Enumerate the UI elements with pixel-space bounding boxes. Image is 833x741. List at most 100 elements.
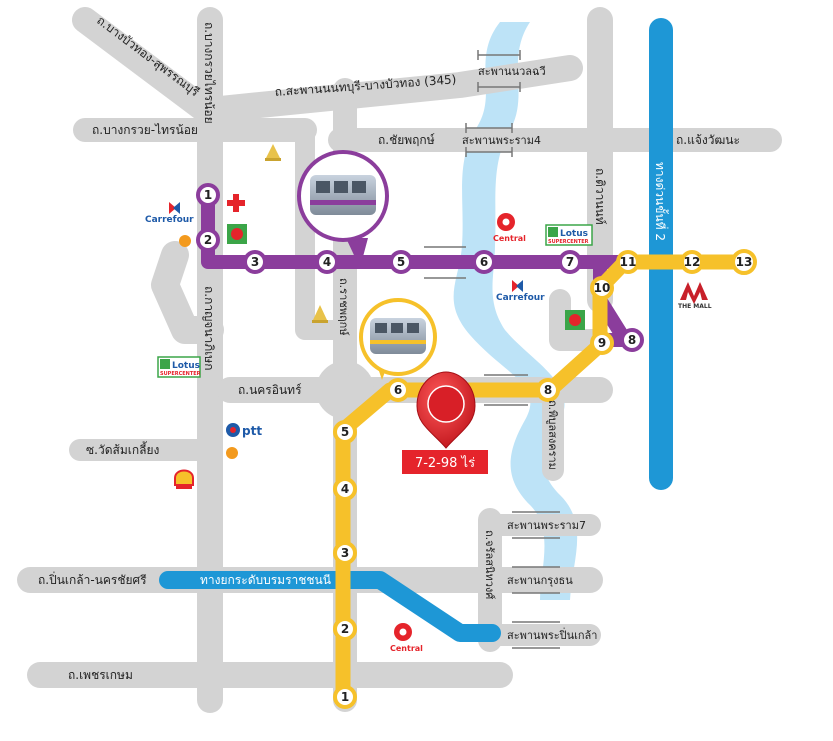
purple-station[interactable]: 4 [315, 250, 339, 274]
road-label: ถ.บางกรวยไทรน้อย [202, 22, 216, 124]
yellow-station[interactable]: 10 [590, 276, 614, 300]
svg-text:1: 1 [204, 188, 212, 202]
road-nakhon-in-east [549, 289, 611, 351]
svg-text:7: 7 [566, 255, 574, 269]
purple-station[interactable]: 5 [389, 250, 413, 274]
yellow-station[interactable]: 2 [333, 617, 357, 641]
pharmacy-icon [565, 310, 585, 330]
svg-text:SUPERCENTER: SUPERCENTER [548, 239, 589, 245]
svg-text:9: 9 [598, 336, 606, 350]
yellow-station[interactable]: 13 [731, 249, 757, 275]
road-345 [197, 55, 583, 123]
chao-phraya-river [453, 22, 578, 600]
pharmacy-icon [227, 224, 247, 244]
bridge-marker-pinklao [512, 621, 560, 649]
yellow-station[interactable]: 9 [590, 331, 614, 355]
yellow-train-callout [359, 298, 437, 380]
central-logo: Central [390, 623, 423, 653]
svg-text:4: 4 [323, 255, 331, 269]
bridge-label: สะพานพระปิ่นเกล้า [507, 627, 597, 642]
svg-text:5: 5 [341, 425, 349, 439]
central-logo: Central [493, 213, 526, 243]
carrefour-logo: Carrefour [496, 280, 545, 303]
fuel-station-icon [226, 447, 238, 459]
road-bang-bua-thong-suphan [72, 7, 218, 123]
road-label: ถ.บางบัวทอง-สุพรรณบุรี [94, 13, 203, 100]
bridge-marker-nuan-chan [477, 50, 521, 92]
borommaratchachonnani-expressway [159, 571, 501, 642]
location-pin[interactable] [416, 371, 476, 449]
bridge-marker-rama7 [512, 511, 560, 539]
fuel-station-icon [179, 235, 191, 247]
purple-station[interactable]: 6 [472, 250, 496, 274]
yellow-station[interactable]: 5 [333, 420, 357, 444]
shell-logo [174, 469, 194, 489]
road-label: ถ.นครอินทร์ [238, 383, 302, 397]
svg-text:2: 2 [341, 622, 349, 636]
yellow-station[interactable]: 8 [536, 378, 560, 402]
bridge-label: สะพานนวลฉวี [478, 65, 546, 78]
purple-line-stations: 1 2 3 4 5 6 7 8 [196, 183, 644, 352]
svg-text:1: 1 [341, 690, 349, 704]
expressway-label: ทางด่วนขั้นที่ 2 [653, 162, 669, 241]
land-size-badge: 7-2-98 ไร่ [402, 450, 488, 474]
svg-text:THE MALL: THE MALL [678, 303, 712, 310]
svg-text:12: 12 [684, 255, 701, 269]
svg-text:11: 11 [620, 255, 637, 269]
yellow-station[interactable]: 11 [616, 250, 640, 274]
road-label: ถ.ปิ่นเกล้า-นครชัยศรี [38, 571, 147, 587]
svg-text:3: 3 [251, 255, 259, 269]
lotus-logo: Lotus SUPERCENTER [545, 224, 593, 246]
purple-station[interactable]: 3 [243, 250, 267, 274]
yellow-station[interactable]: 12 [680, 250, 704, 274]
road-label: ซ.วัดส้มเกลี้ยง [86, 441, 159, 457]
svg-text:6: 6 [394, 383, 402, 397]
yellow-station[interactable]: 6 [386, 378, 410, 402]
svg-text:3: 3 [341, 546, 349, 560]
purple-station[interactable]: 7 [558, 250, 582, 274]
road-left-bulge [151, 241, 224, 344]
svg-text:4: 4 [341, 482, 349, 496]
svg-text:Carrefour: Carrefour [145, 215, 194, 225]
purple-station[interactable]: 1 [196, 183, 220, 207]
svg-text:Carrefour: Carrefour [496, 293, 545, 303]
svg-text:Central: Central [493, 234, 526, 243]
carrefour-logo: Carrefour [145, 202, 194, 225]
svg-text:Lotus: Lotus [560, 229, 588, 239]
bridge-markers [424, 50, 560, 649]
road-label: ถ.พิบูลสงคราม [546, 400, 559, 470]
expressway-label: ทางยกระดับบรมราชชนนี [200, 573, 331, 587]
road-label: ถ.จรัลสนิทวงศ์ [483, 530, 496, 599]
svg-text:SUPERCENTER: SUPERCENTER [160, 371, 201, 377]
svg-text:13: 13 [736, 255, 753, 269]
purple-station[interactable]: 2 [196, 228, 220, 252]
the-mall-logo: THE MALL [678, 282, 712, 310]
bridge-label: สะพานกรุงธน [507, 574, 573, 587]
bridge-marker-yellow [484, 374, 528, 406]
svg-text:10: 10 [594, 281, 611, 295]
bridge-marker-purple [424, 246, 466, 279]
svg-text:6: 6 [480, 255, 488, 269]
yellow-line-stations: 9 10 11 12 13 8 6 5 4 3 2 1 [333, 249, 757, 709]
purple-station[interactable]: 8 [620, 328, 644, 352]
yellow-station[interactable]: 1 [333, 685, 357, 709]
svg-text:8: 8 [628, 333, 636, 347]
road-label: ถ.กาญจนาภิเษก [202, 286, 216, 370]
road-label: ถ.ติวานนท์ [593, 168, 607, 225]
hospital-icon [227, 194, 245, 212]
road-label: ถ.บางกรวย-ไทรน้อย [92, 123, 198, 137]
svg-text:8: 8 [544, 383, 552, 397]
bridge-label: สะพานพระราม4 [462, 134, 541, 147]
svg-text:Central: Central [390, 644, 423, 653]
ptt-logo: ptt [226, 423, 262, 438]
svg-text:2: 2 [204, 233, 212, 247]
yellow-station[interactable]: 4 [333, 477, 357, 501]
purple-train-callout [297, 150, 389, 268]
roundabout [316, 361, 374, 419]
svg-text:7-2-98 ไร่: 7-2-98 ไร่ [415, 455, 475, 471]
lotus-logo: Lotus SUPERCENTER [157, 356, 201, 378]
bridge-marker-rama4 [465, 123, 513, 157]
yellow-station[interactable]: 3 [333, 541, 357, 565]
temple-icon [312, 305, 328, 323]
